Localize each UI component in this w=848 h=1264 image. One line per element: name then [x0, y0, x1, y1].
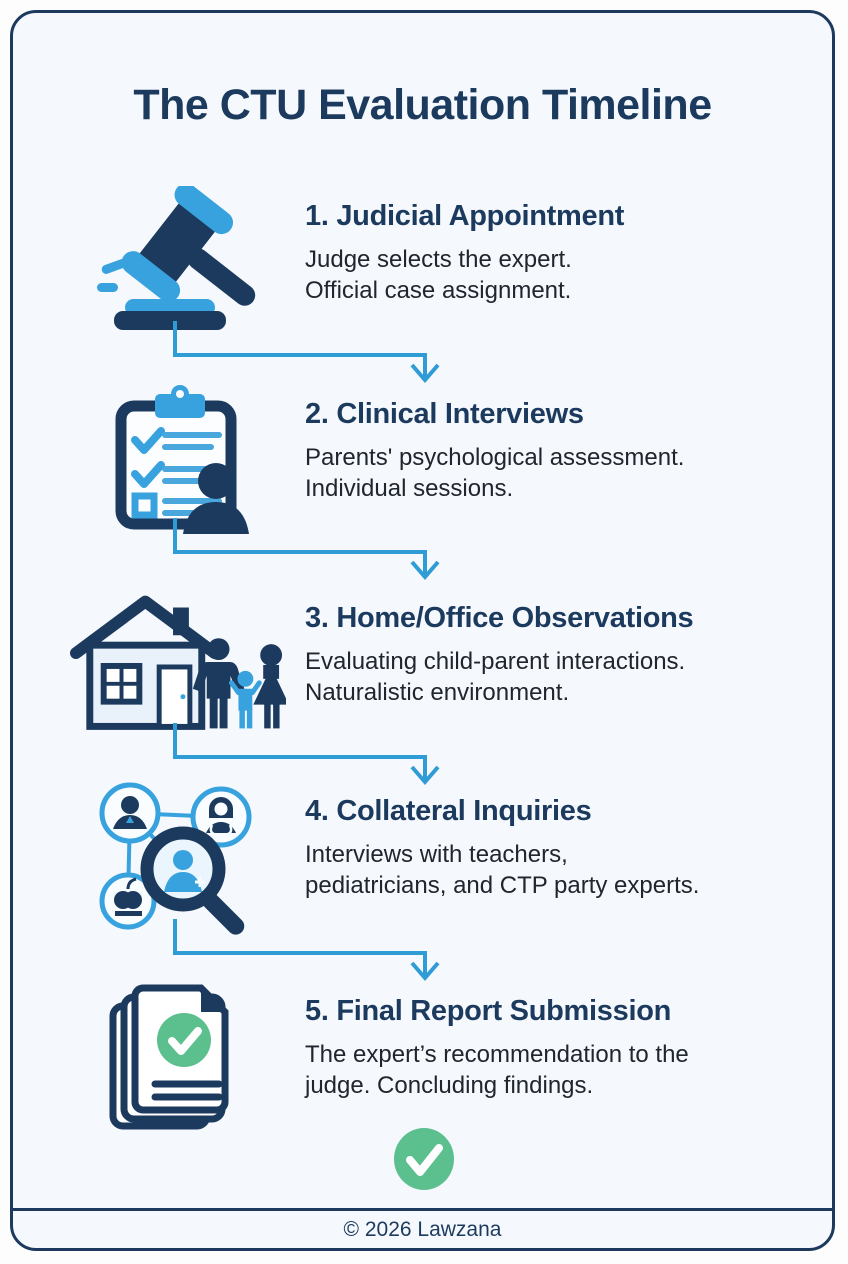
step-5-title: 5. Final Report Submission [305, 995, 672, 1027]
copyright-text: © 2026 Lawzana [343, 1217, 502, 1241]
footer: © 2026 Lawzana [13, 1208, 832, 1248]
gavel-icon [68, 186, 286, 336]
step-final-report-submission: 5. Final Report Submission The expert’s … [13, 981, 832, 1133]
step-clinical-interviews: 2. Clinical Interviews Parents' psycholo… [13, 384, 832, 536]
collateral-network-icon [68, 781, 286, 935]
step-5-description: The expert’s recommendation to the judge… [305, 1041, 689, 1099]
step-3-description: Evaluating child-parent interactions. Na… [305, 648, 686, 706]
step-1-title: 1. Judicial Appointment [305, 200, 625, 232]
infographic-card: The CTU Evaluation Timeline 1. Judicial … [10, 10, 835, 1251]
step-4-title: 4. Collateral Inquiries [305, 795, 592, 827]
page-title: The CTU Evaluation Timeline [133, 81, 712, 129]
connector-arrow-2 [13, 516, 832, 582]
step-3-title: 3. Home/Office Observations [305, 602, 694, 634]
step-home-office-observations: 3. Home/Office Observations Evaluating c… [13, 588, 832, 740]
step-1-description: Judge selects the expert. Official case … [305, 246, 572, 304]
clipboard-checklist-icon [68, 384, 286, 534]
step-2-title: 2. Clinical Interviews [305, 398, 584, 430]
step-2-description: Parents' psychological assessment. Indiv… [305, 444, 685, 502]
connector-arrow-4 [13, 917, 832, 983]
house-family-icon [68, 588, 286, 738]
success-check-icon [392, 1126, 456, 1192]
report-documents-icon [68, 981, 286, 1131]
step-collateral-inquiries: 4. Collateral Inquiries Interviews with … [13, 781, 832, 935]
connector-arrow-3 [13, 721, 832, 787]
connector-arrow-1 [13, 319, 832, 385]
step-judicial-appointment: 1. Judicial Appointment Judge selects th… [13, 186, 832, 338]
step-4-description: Interviews with teachers, pediatricians,… [305, 841, 700, 899]
